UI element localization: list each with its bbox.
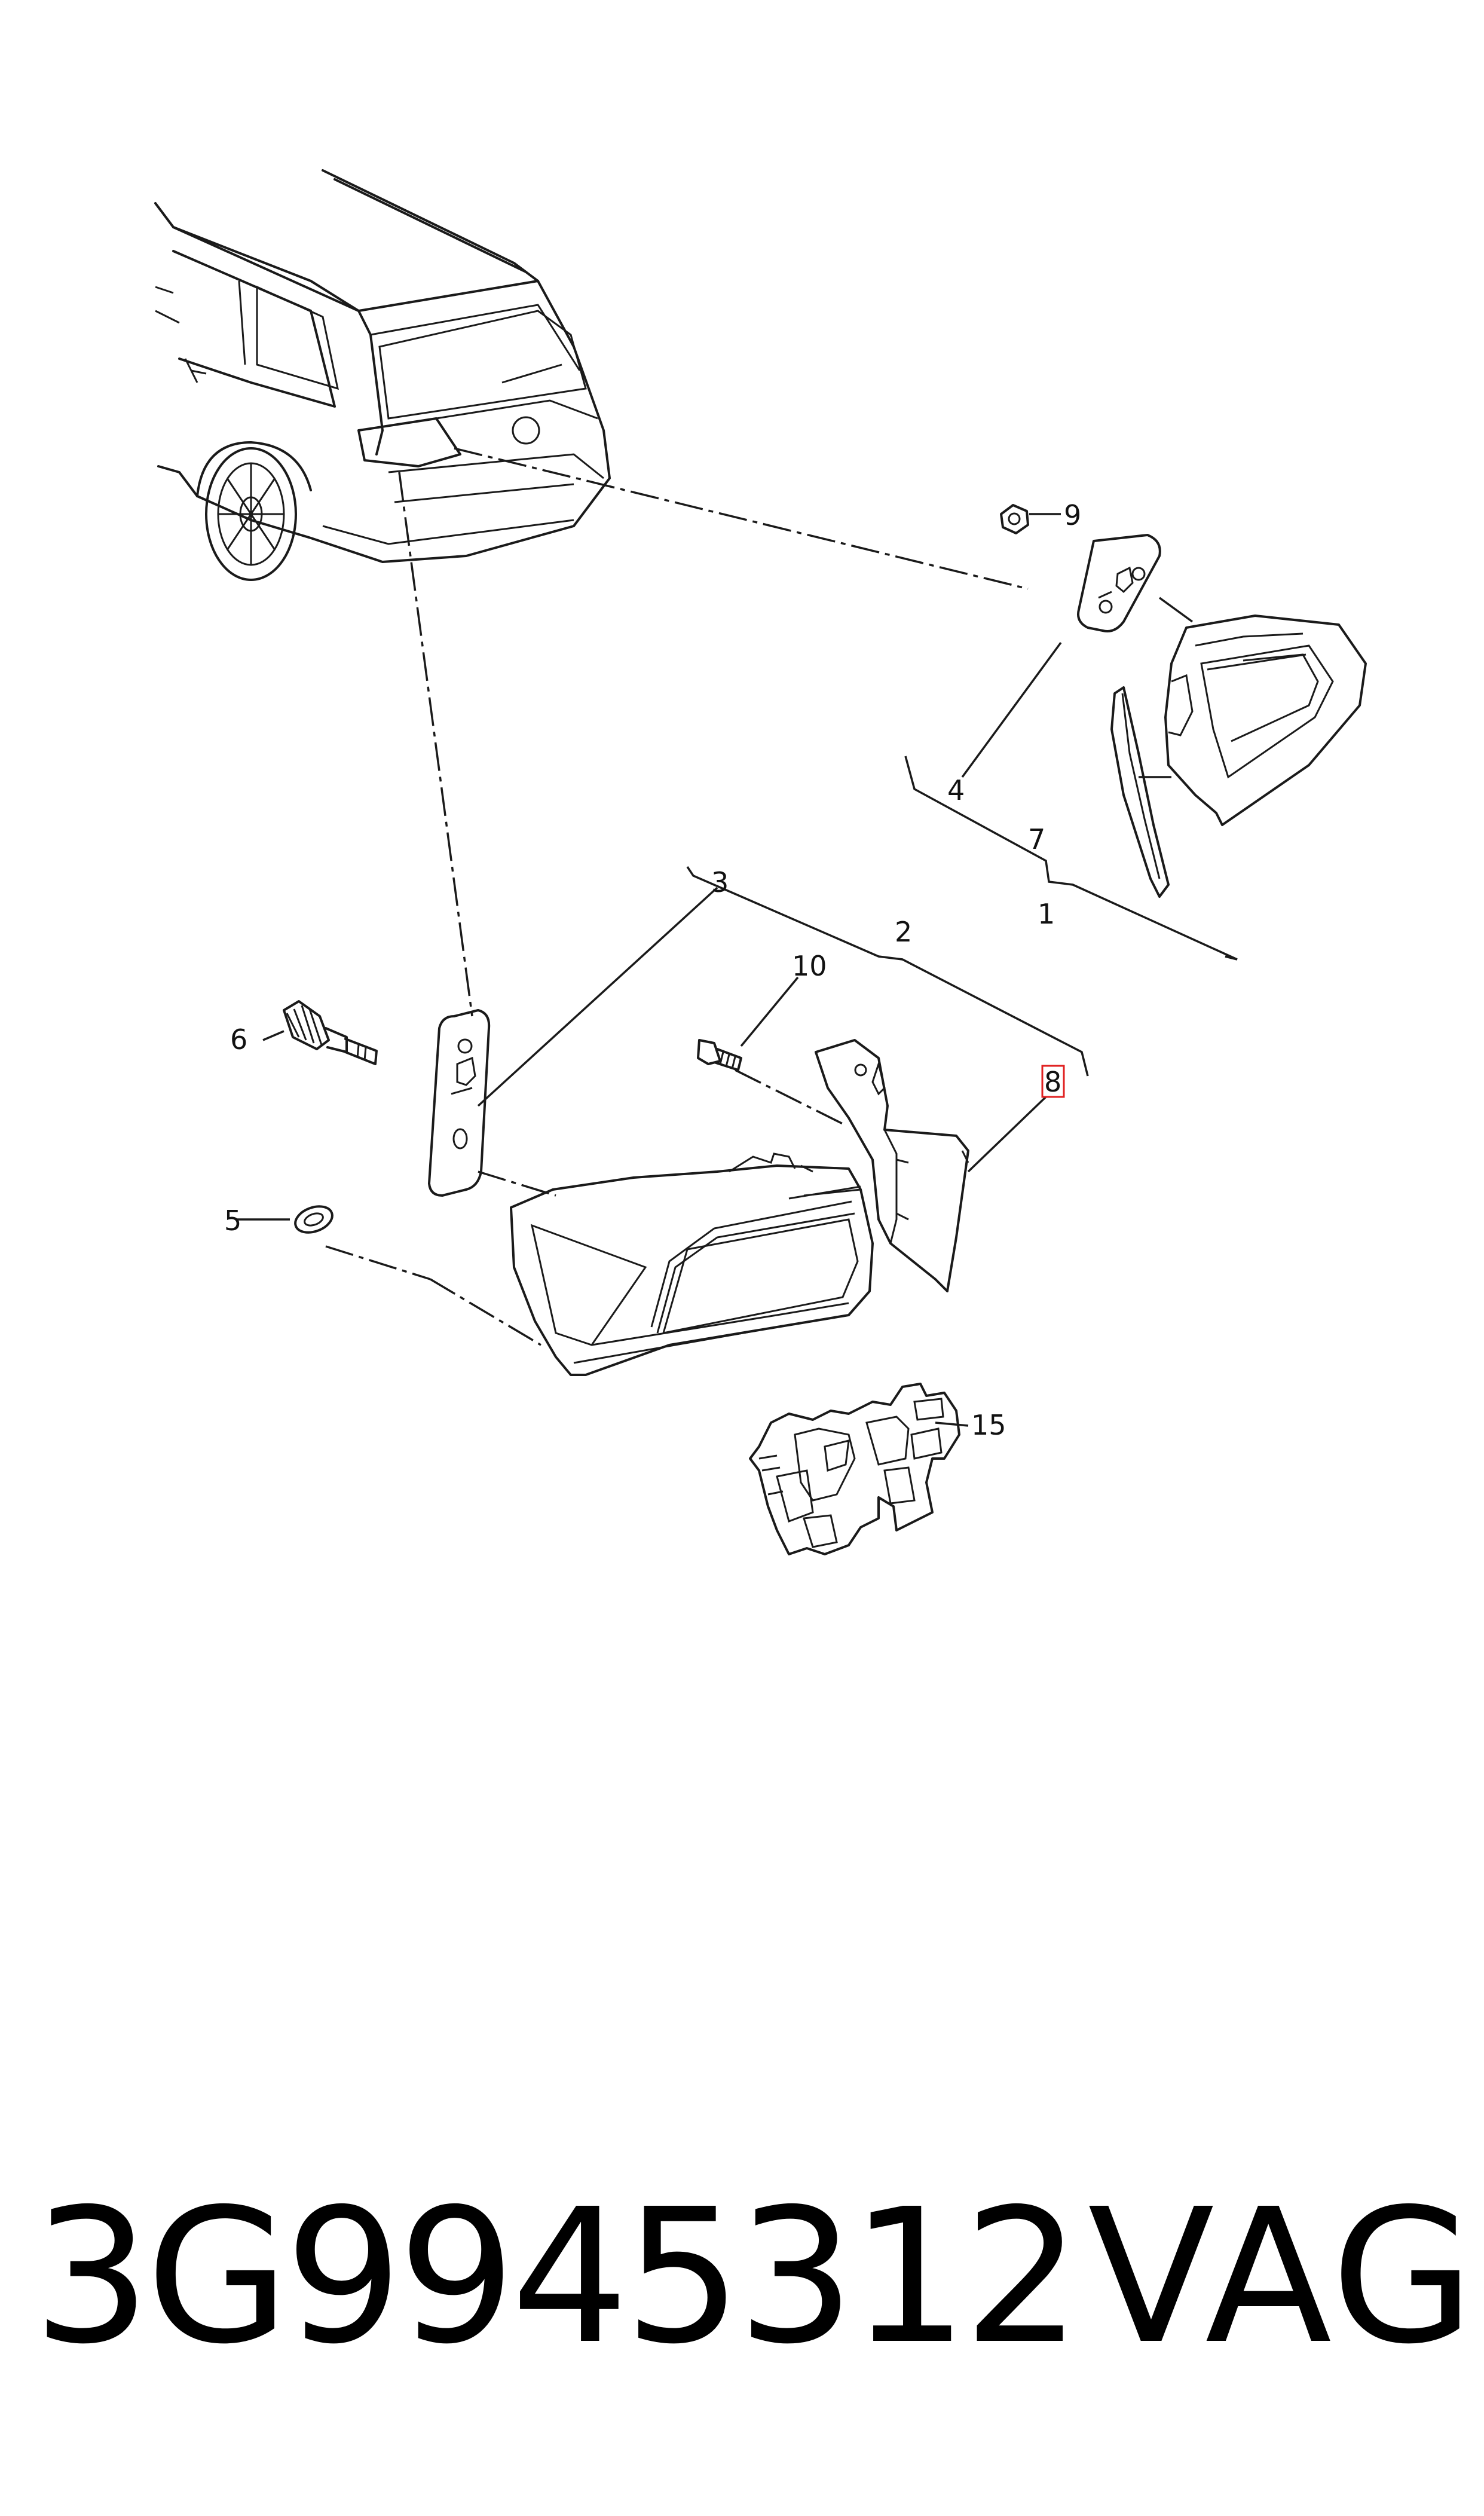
- callout-8-highlight-box: [1041, 1065, 1065, 1098]
- part-number-text: 3G9945312: [33, 2169, 1081, 2385]
- callout-labels: 9 4 7 1 3 2 10 6 5 15 8: [224, 499, 1081, 1441]
- part-3-gasket-lower: [428, 1009, 491, 1197]
- callout-1[interactable]: 1: [1038, 898, 1055, 930]
- part-6-bulb-holder: [283, 1000, 378, 1065]
- part-15-mounting-bracket: [749, 1383, 969, 1555]
- part-4-gasket-upper: [1077, 534, 1161, 632]
- callout-9[interactable]: 9: [1064, 499, 1081, 531]
- vehicle-illustration: [154, 169, 611, 581]
- callout-6[interactable]: 6: [230, 1023, 247, 1056]
- callout-7[interactable]: 7: [1028, 823, 1045, 855]
- bracket-lines: [686, 756, 1238, 1077]
- part-9-nut: [1000, 504, 1061, 534]
- callout-2[interactable]: 2: [895, 916, 912, 948]
- part-5-grommet: [294, 1205, 333, 1234]
- part-8-side-seal: [815, 1039, 969, 1292]
- reference-lines: [325, 447, 1029, 1346]
- callout-15[interactable]: 15: [971, 1409, 1006, 1441]
- part-7-trim-strip: [1110, 686, 1171, 898]
- upper-tail-lamp-assembly: [1158, 597, 1367, 826]
- callout-10[interactable]: 10: [792, 950, 827, 982]
- callout-3[interactable]: 3: [711, 866, 729, 898]
- callout-4[interactable]: 4: [947, 774, 965, 806]
- callout-8[interactable]: 8: [1044, 1066, 1061, 1098]
- leader-lines: [236, 641, 1062, 1221]
- lower-tail-lamp: [510, 1152, 874, 1376]
- part-10-screw: [697, 1039, 742, 1071]
- callout-5[interactable]: 5: [224, 1204, 241, 1237]
- brand-text: VAG: [1088, 2169, 1477, 2385]
